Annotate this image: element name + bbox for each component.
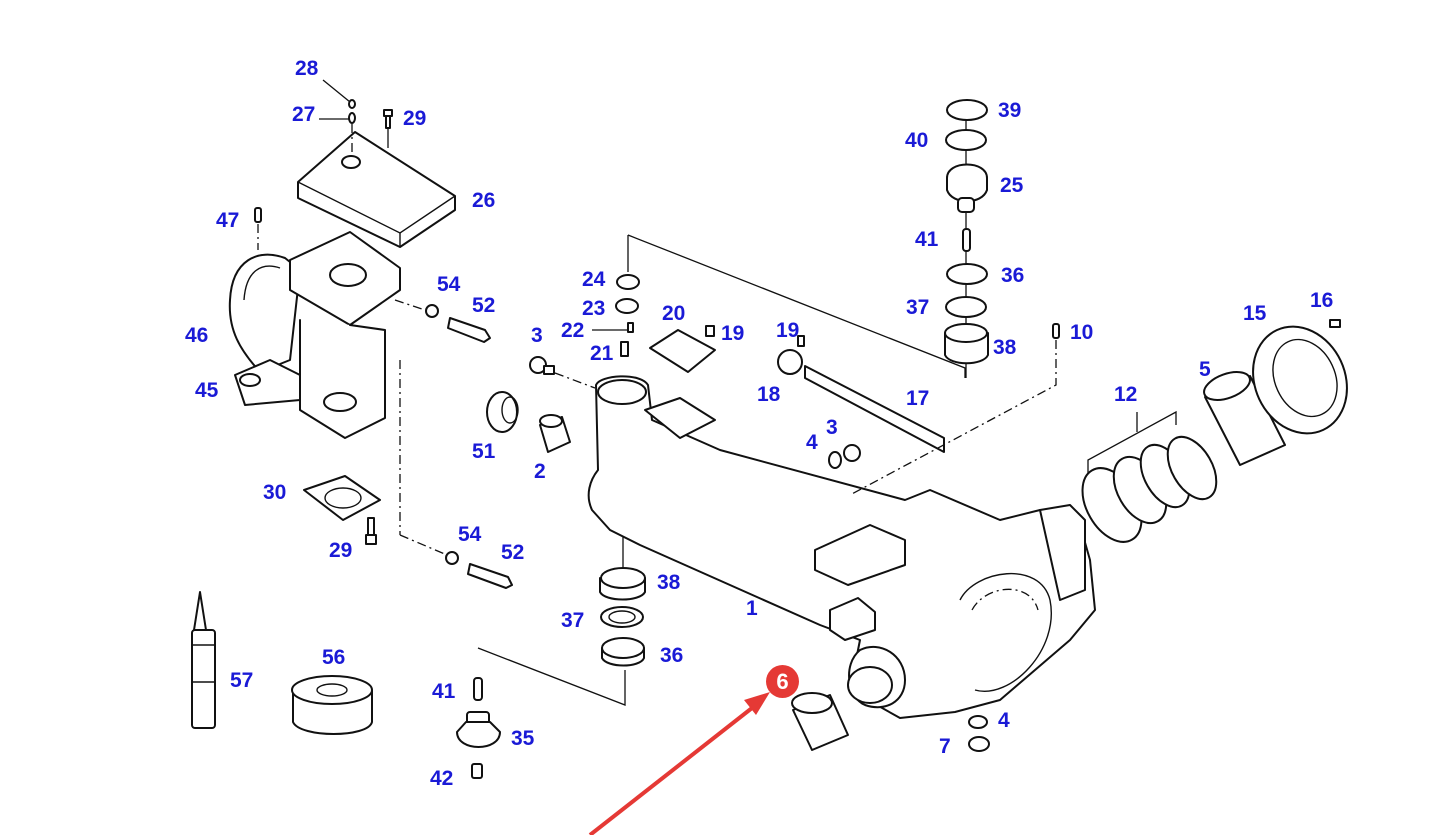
- callout-28[interactable]: 28: [295, 57, 319, 80]
- part-grease-nipple-47: [254, 207, 262, 250]
- callout-7[interactable]: 7: [939, 735, 951, 758]
- callout-35[interactable]: 35: [511, 727, 535, 750]
- part-kingpin-stack: [944, 99, 989, 378]
- callout-42[interactable]: 42: [430, 767, 454, 790]
- part-ring-5: [1203, 371, 1286, 466]
- callout-25[interactable]: 25: [1000, 174, 1024, 197]
- callout-36[interactable]: 36: [1001, 264, 1025, 287]
- callout-52[interactable]: 52: [472, 294, 496, 317]
- part-bolt-29-top: [383, 109, 393, 148]
- callout-37[interactable]: 37: [561, 609, 585, 632]
- callout-37[interactable]: 37: [906, 296, 930, 319]
- part-plug-3-left: [529, 356, 596, 389]
- callout-4[interactable]: 4: [998, 709, 1010, 732]
- callout-19[interactable]: 19: [776, 319, 800, 342]
- part-bushing-6: [791, 692, 849, 751]
- part-bushing-2: [539, 414, 571, 453]
- callout-51[interactable]: 51: [472, 440, 496, 463]
- callout-22[interactable]: 22: [561, 319, 585, 342]
- callout-30[interactable]: 30: [263, 481, 287, 504]
- callout-12[interactable]: 12: [1114, 383, 1138, 406]
- callout-41[interactable]: 41: [432, 680, 456, 703]
- part-bearing-set-12: [1081, 410, 1218, 543]
- callout-10[interactable]: 10: [1070, 321, 1094, 344]
- part-cover-20: [649, 325, 716, 373]
- callout-19[interactable]: 19: [721, 322, 745, 345]
- callout-23[interactable]: 23: [582, 297, 606, 320]
- callout-29[interactable]: 29: [329, 539, 353, 562]
- part-bearing-stack-lower: [477, 535, 646, 706]
- arrow-shaft: [588, 706, 754, 835]
- part-ball-joint-lower: [456, 677, 501, 779]
- part-seal-installer: [291, 675, 373, 735]
- callout-47[interactable]: 47: [216, 209, 240, 232]
- callout-5[interactable]: 5: [1199, 358, 1211, 381]
- callout-24[interactable]: 24: [582, 268, 606, 291]
- callout-21[interactable]: 21: [590, 342, 614, 365]
- part-grease-nipple-10: [849, 323, 1060, 496]
- callout-29[interactable]: 29: [403, 107, 427, 130]
- callout-56[interactable]: 56: [322, 646, 346, 669]
- callout-3[interactable]: 3: [531, 324, 543, 347]
- callout-57[interactable]: 57: [230, 669, 254, 692]
- part-axle-housing: [587, 375, 1096, 719]
- callout-26[interactable]: 26: [472, 189, 496, 212]
- callout-41[interactable]: 41: [915, 228, 939, 251]
- part-steering-knuckle: [228, 231, 401, 439]
- callout-1[interactable]: 1: [746, 597, 758, 620]
- callout-38[interactable]: 38: [657, 571, 681, 594]
- callout-17[interactable]: 17: [906, 387, 930, 410]
- callout-15[interactable]: 15: [1243, 302, 1267, 325]
- part-small-stack: [592, 234, 966, 378]
- callout-16[interactable]: 16: [1310, 289, 1334, 312]
- callout-20[interactable]: 20: [662, 302, 686, 325]
- callout-27[interactable]: 27: [292, 103, 316, 126]
- part-nut-bolt-lower: [399, 360, 513, 589]
- callout-45[interactable]: 45: [195, 379, 219, 402]
- part-hub-15: [1252, 319, 1348, 435]
- highlight-badge[interactable]: 6: [766, 665, 799, 698]
- callout-46[interactable]: 46: [185, 324, 209, 347]
- callout-40[interactable]: 40: [905, 129, 929, 152]
- part-nut-bolt-upper: [394, 299, 491, 343]
- part-plug-4-7: [968, 715, 990, 752]
- callout-4[interactable]: 4: [806, 431, 818, 454]
- part-sealant-tube: [191, 591, 216, 729]
- callout-2[interactable]: 2: [534, 460, 546, 483]
- callout-3[interactable]: 3: [826, 416, 838, 439]
- part-bolt-29-lower: [365, 517, 377, 545]
- callout-54[interactable]: 54: [458, 523, 482, 546]
- callout-39[interactable]: 39: [998, 99, 1022, 122]
- part-shim-30: [303, 475, 381, 521]
- callout-36[interactable]: 36: [660, 644, 684, 667]
- part-top-cover-plate: [297, 131, 456, 248]
- callout-38[interactable]: 38: [993, 336, 1017, 359]
- part-plug-3-right: [828, 444, 861, 469]
- callout-18[interactable]: 18: [757, 383, 781, 406]
- callout-54[interactable]: 54: [437, 273, 461, 296]
- part-grease-nipple-28: [319, 79, 356, 152]
- arrow-head-icon: [744, 692, 770, 715]
- callout-52[interactable]: 52: [501, 541, 525, 564]
- part-arm-17-18: [777, 335, 945, 453]
- part-seal-51: [486, 391, 519, 433]
